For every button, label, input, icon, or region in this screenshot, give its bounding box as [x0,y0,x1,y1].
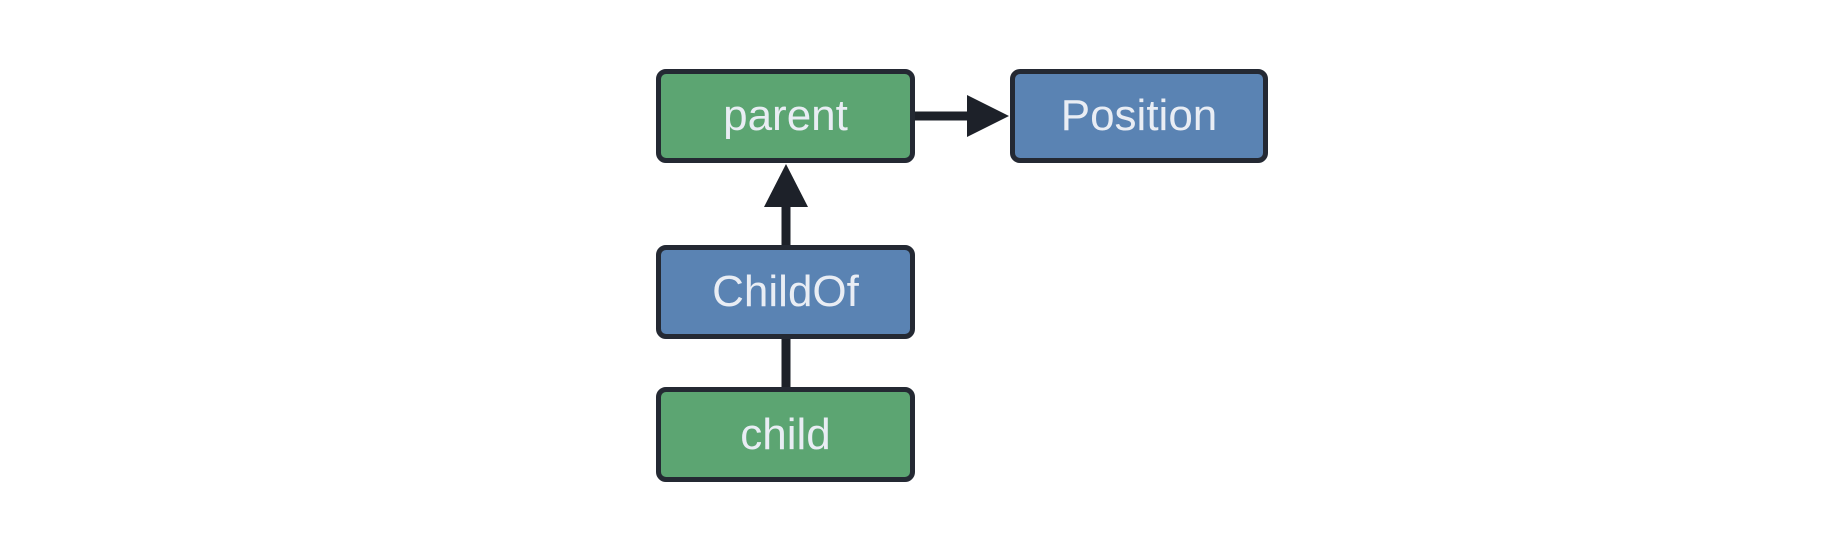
arrowhead-right-icon [967,95,1009,137]
node-child-label: child [740,409,831,459]
node-position: Position [1010,69,1268,163]
edge-childof-parent-arrow [764,164,808,245]
node-childof-label: ChildOf [712,267,859,316]
node-position-label: Position [1060,91,1218,140]
node-parent: parent [656,69,915,163]
node-parent-label: parent [723,91,848,140]
edge-parent-position-arrow [915,95,1009,137]
arrowhead-up-icon [764,164,808,207]
node-childof: ChildOf [656,245,915,339]
node-child: child [656,387,915,482]
